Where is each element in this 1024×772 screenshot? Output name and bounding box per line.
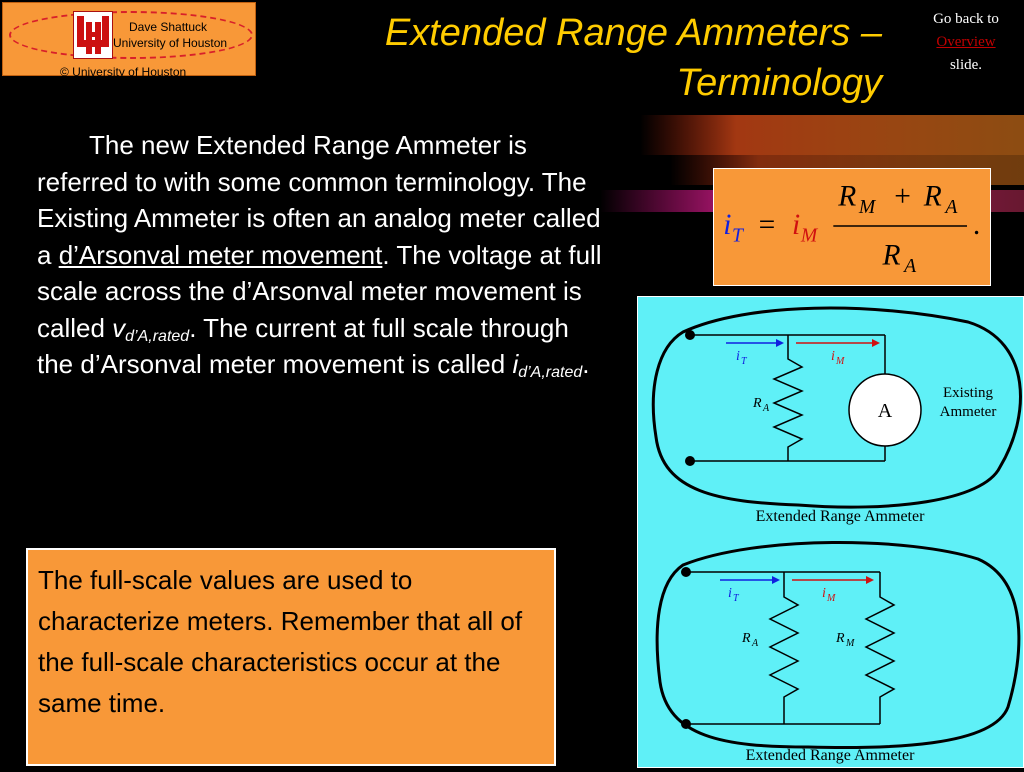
caption-bottom: Extended Range Ammeter	[746, 747, 916, 764]
i-subscript: d’A,rated	[518, 364, 583, 381]
terminal-bottom-1	[685, 456, 695, 466]
body-paragraph: The new Extended Range Ammeter is referr…	[37, 127, 607, 383]
logo-university: University of Houston	[113, 36, 228, 50]
nav-suffix: slide.	[949, 57, 983, 73]
logo-author: Dave Shattuck	[129, 20, 208, 34]
label-RA-bottom-sub: A	[751, 638, 759, 649]
terminal-top-2	[681, 567, 691, 577]
formula-lhs-sub: T	[732, 225, 745, 247]
formula-num-r1: R	[837, 180, 856, 212]
formula-num-r2: R	[923, 180, 942, 212]
label-RM-bottom: R	[835, 631, 845, 646]
nav-prefix: Go back to	[933, 11, 999, 27]
formula-den-sub: A	[902, 255, 917, 277]
logo-copyright: © University of Houston	[60, 65, 187, 79]
body-part-1: The new Extended Range Ammeter is referr…	[37, 130, 601, 270]
nav-back: Go back to Overview slide.	[908, 8, 1024, 77]
formula-lhs: i	[723, 209, 731, 241]
arrow-iT-top-head-icon	[776, 339, 784, 347]
title-line-1: Extended Range Ammeters –	[384, 12, 882, 54]
v-symbol: v	[112, 312, 126, 343]
v-subscript: d’A,rated	[125, 327, 190, 345]
resistor-ra-bottom	[768, 572, 800, 724]
body-part-4: .	[582, 349, 590, 379]
label-RM-bottom-sub: M	[845, 638, 855, 649]
slide-title: Extended Range Ammeters – Terminology	[262, 8, 882, 108]
label-RA-bottom: R	[741, 631, 751, 646]
formula-plus: +	[894, 180, 911, 212]
circuit-panel: A i T i M R A Existing Ammeter Extended …	[637, 296, 1024, 768]
formula-equals: =	[759, 209, 776, 241]
logo-ring	[9, 11, 253, 59]
label-iT-top: i	[736, 349, 740, 364]
formula-num-r1-sub: M	[858, 196, 877, 218]
formula-den: R	[881, 239, 900, 271]
arrow-iM-bottom-head-icon	[866, 576, 874, 584]
formula-factor: i	[792, 209, 800, 241]
title-line-2: Terminology	[676, 62, 882, 104]
label-iT-top-sub: T	[741, 356, 748, 367]
label-iM-bottom-sub: M	[826, 593, 836, 604]
circuit-diagrams: A i T i M R A Existing Ammeter Extended …	[651, 306, 1022, 764]
resistor-rm-bottom	[864, 572, 896, 724]
existing-label-2: Ammeter	[940, 404, 997, 420]
current-formula: i T = i M R M + R A R A .	[713, 168, 991, 286]
university-logo: Dave Shattuck University of Houston © Un…	[2, 2, 256, 79]
terminal-bottom-2	[681, 719, 691, 729]
arrow-iT-bottom-head-icon	[772, 576, 780, 584]
resistor-ra-top	[772, 335, 804, 461]
uh-emblem-icon	[73, 11, 113, 59]
label-RA-top-sub: A	[762, 403, 770, 414]
label-RA-top: R	[752, 396, 762, 411]
label-iT-bottom-sub: T	[733, 593, 740, 604]
label-iT-bottom: i	[728, 586, 732, 601]
note-box: The full-scale values are used to charac…	[26, 548, 556, 766]
ammeter-label: A	[878, 400, 893, 422]
ammeter-circle-icon	[848, 373, 922, 447]
overview-link[interactable]: Overview	[936, 34, 996, 50]
existing-label-1: Existing	[943, 385, 994, 401]
i-symbol: i	[512, 349, 519, 379]
arrow-iM-top-head-icon	[872, 339, 880, 347]
extended-ammeter-boundary-bottom	[655, 541, 1021, 749]
extended-ammeter-boundary-top	[651, 306, 1022, 509]
caption-top: Extended Range Ammeter	[756, 508, 926, 525]
formula-factor-sub: M	[800, 225, 819, 247]
formula-period: .	[973, 209, 980, 241]
note-text: The full-scale values are used to charac…	[38, 565, 523, 718]
formula-num-r2-sub: A	[943, 196, 958, 218]
body-part-3: . The current at full scale through the …	[37, 312, 569, 380]
body-part-2: . The voltage at full scale across the d…	[37, 239, 602, 343]
label-iM-top-sub: M	[835, 356, 845, 367]
label-iM-top: i	[831, 349, 835, 364]
darsonval-term: d’Arsonval meter movement	[58, 239, 383, 270]
terminal-top-1	[685, 330, 695, 340]
label-iM-bottom: i	[822, 586, 826, 601]
